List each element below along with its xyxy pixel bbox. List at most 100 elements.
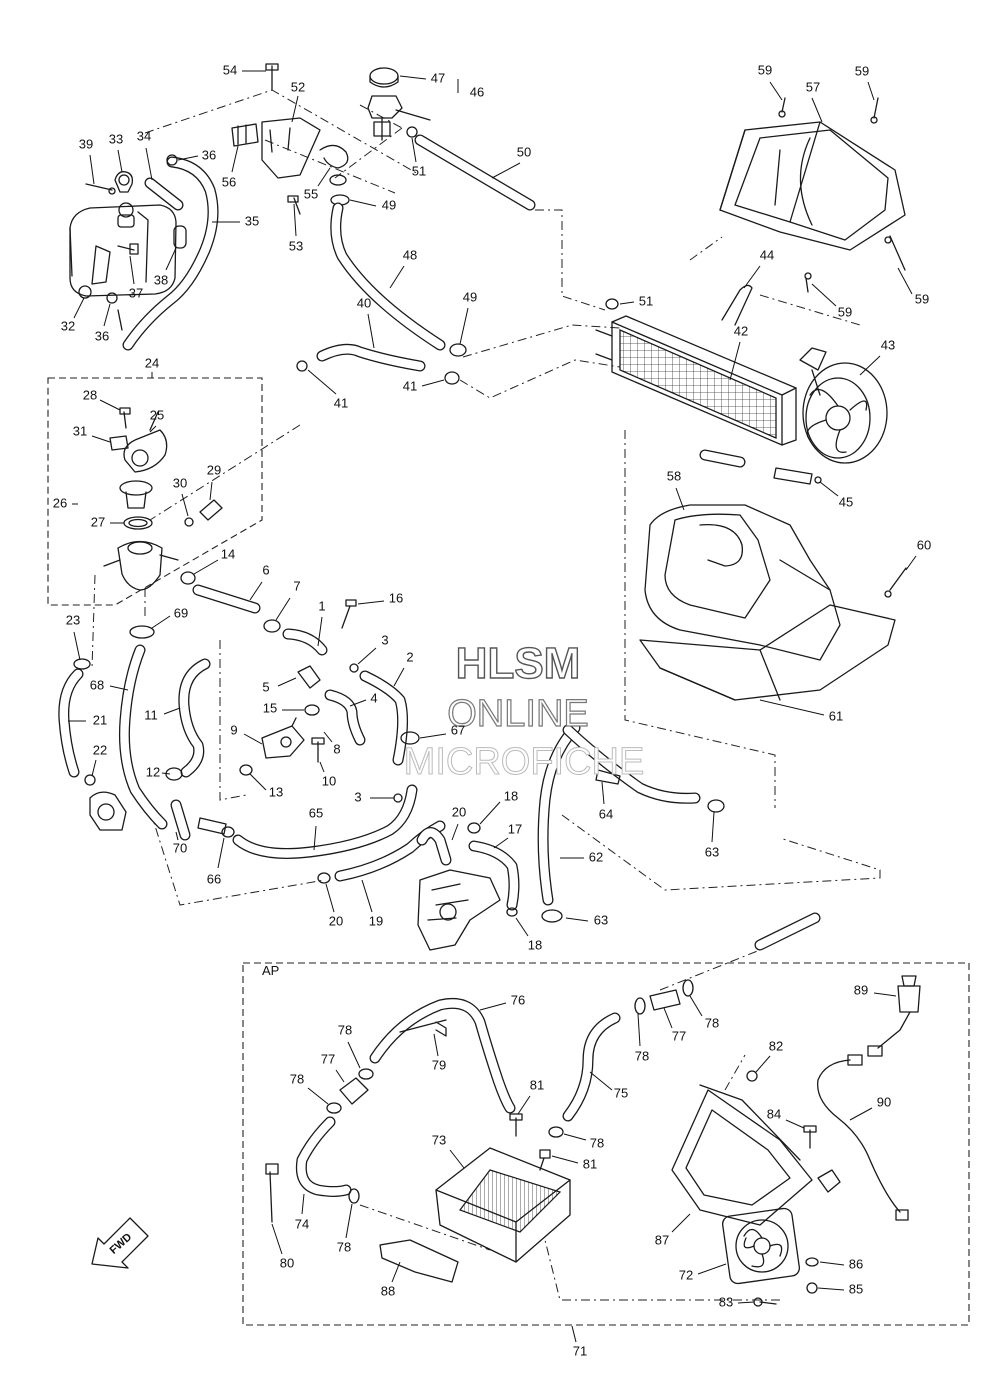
callout-c38: 38 xyxy=(154,272,168,287)
leader-line-c59b xyxy=(867,81,875,101)
callout-c88: 88 xyxy=(381,1283,395,1298)
callout-c90: 90 xyxy=(877,1094,891,1109)
callout-c41b: 41 xyxy=(403,378,417,393)
clamp-36a xyxy=(166,154,178,166)
callout-c21: 21 xyxy=(93,712,107,727)
leader-line-c84 xyxy=(785,1119,805,1129)
bolt-16 xyxy=(341,599,357,629)
leader-line-c59a xyxy=(769,81,783,101)
leader-line-c2 xyxy=(393,667,405,687)
callout-c56: 56 xyxy=(222,174,236,189)
radiator-cap-47 xyxy=(369,67,399,88)
callout-c80: 80 xyxy=(280,1255,294,1270)
pipe-70 xyxy=(170,799,191,841)
callout-c29: 29 xyxy=(207,462,221,477)
leader-line-c48 xyxy=(389,265,405,289)
callout-c15: 15 xyxy=(263,700,277,715)
callout-c55: 55 xyxy=(304,186,318,201)
callout-c1: 1 xyxy=(318,598,325,613)
leader-line-c33 xyxy=(117,149,123,173)
leader-line-c64 xyxy=(601,781,605,805)
leader-line-c41a xyxy=(307,369,337,395)
callout-c49a: 49 xyxy=(382,197,396,212)
callout-c61: 61 xyxy=(829,708,843,723)
callout-c34: 34 xyxy=(137,128,151,143)
bracket-88 xyxy=(379,1239,459,1283)
leader-line-c60 xyxy=(905,555,917,571)
tie-80 xyxy=(265,1163,279,1223)
leader-line-c20a xyxy=(451,823,459,841)
bolt-81a xyxy=(509,1113,523,1137)
clamp-18a xyxy=(467,822,481,834)
nut-85 xyxy=(806,1282,818,1294)
leader-line-c5 xyxy=(277,677,297,687)
clamp-13 xyxy=(239,764,253,776)
callout-c39: 39 xyxy=(79,136,93,151)
callout-c63b: 63 xyxy=(594,912,608,927)
clamp-78e xyxy=(548,1126,564,1138)
callout-c14: 14 xyxy=(221,546,235,561)
callout-c78f: 78 xyxy=(337,1239,351,1254)
thermostat-housing xyxy=(103,540,179,591)
fwd-arrow: FWD xyxy=(91,1217,149,1269)
callout-c77a: 77 xyxy=(321,1051,335,1066)
leader-line-c77b xyxy=(663,1007,673,1029)
callout-c77b: 77 xyxy=(672,1028,686,1043)
leader-line-c59c xyxy=(811,283,837,307)
leader-line-c63b xyxy=(565,917,589,922)
leader-line-c87 xyxy=(671,1213,691,1233)
leader-line-c82 xyxy=(755,1055,771,1073)
leader-line-c78c xyxy=(307,1087,329,1105)
callout-c84: 84 xyxy=(767,1106,781,1121)
leader-line-c39 xyxy=(89,154,95,185)
o-ring-27 xyxy=(123,516,153,530)
callout-c83: 83 xyxy=(719,1294,733,1309)
callout-c37: 37 xyxy=(129,285,143,300)
connection-lines xyxy=(91,89,881,1301)
washer-82 xyxy=(746,1070,758,1082)
filler-neck-46 xyxy=(367,95,431,141)
leader-line-c56 xyxy=(231,145,239,173)
callout-c45: 45 xyxy=(839,494,853,509)
hose-64 xyxy=(562,724,701,804)
leader-line-c70 xyxy=(175,831,179,841)
leader-line-c81b xyxy=(551,1155,579,1164)
fan-shroud-57 xyxy=(719,121,906,251)
joint-77b xyxy=(634,979,694,1015)
callout-c13: 13 xyxy=(269,784,283,799)
hose-21 xyxy=(58,668,84,778)
bolt-39 xyxy=(85,183,116,195)
clip-79 xyxy=(399,1019,447,1037)
callout-c10: 10 xyxy=(322,773,336,788)
clamp-51b xyxy=(605,298,619,310)
callout-c36b: 36 xyxy=(95,328,109,343)
hose-65 xyxy=(232,784,418,859)
joint-66 xyxy=(197,817,235,838)
sub-pump-assembly xyxy=(89,791,127,831)
leader-line-c90 xyxy=(849,1107,873,1121)
bracket-31 xyxy=(109,435,129,451)
callout-c24: 24 xyxy=(145,355,159,370)
callout-c73: 73 xyxy=(432,1132,446,1147)
callout-c89: 89 xyxy=(854,982,868,997)
callout-c33: 33 xyxy=(109,131,123,146)
leader-line-c78f xyxy=(345,1203,353,1239)
cooling-fan-43 xyxy=(799,347,888,464)
watermark: HLSM ONLINE MICROFICHE xyxy=(403,638,645,783)
callout-c47: 47 xyxy=(431,70,445,85)
leader-line-c78a xyxy=(347,1041,361,1069)
clamp-20a xyxy=(317,872,331,884)
callout-c65: 65 xyxy=(309,805,323,820)
leader-line-c53 xyxy=(293,203,297,237)
switch-89 xyxy=(867,975,921,1057)
leader-line-c51b xyxy=(619,301,635,305)
clamp-49b xyxy=(449,343,467,357)
leader-line-c65 xyxy=(313,825,317,851)
clamp-15 xyxy=(304,704,320,716)
bolt-81b xyxy=(539,1149,551,1171)
callout-c23: 23 xyxy=(66,612,80,627)
leader-line-c80 xyxy=(271,1223,283,1255)
leader-line-c47 xyxy=(399,75,427,80)
callout-c69: 69 xyxy=(174,605,188,620)
callout-c54: 54 xyxy=(223,62,237,77)
